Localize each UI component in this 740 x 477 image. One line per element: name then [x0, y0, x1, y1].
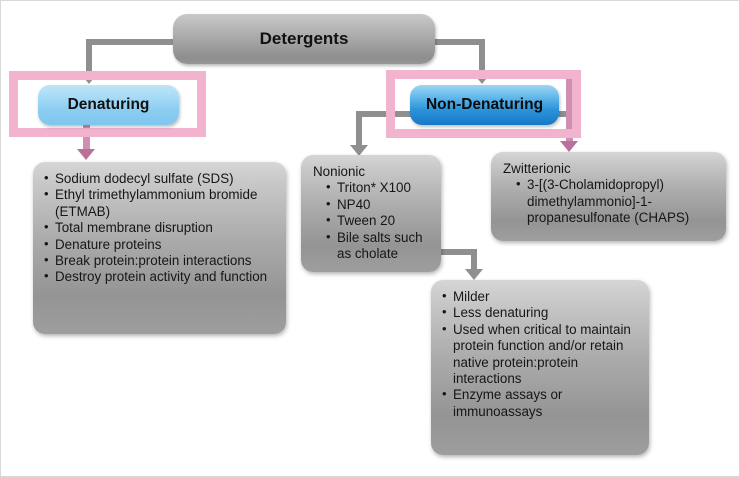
highlight-frame-non-denaturing [386, 70, 581, 138]
list-item: Sodium dodecyl sulfate (SDS) [43, 170, 276, 187]
connector-root-to-denaturing-horizontal [86, 39, 182, 45]
arrowhead-nondenaturing-to-nonionic [350, 145, 368, 156]
list-item: Tween 20 [325, 212, 431, 229]
list-item: Triton* X100 [325, 179, 431, 196]
connector-root-to-nondenaturing-horizontal [421, 39, 485, 45]
node-non-denaturing-label: Non-Denaturing [425, 96, 544, 113]
arrowhead-nonionic-to-properties [465, 269, 483, 280]
arrowhead-nondenaturing-to-zwitterionic [560, 141, 578, 152]
card-zwitterionic-list: 3-[(3-Cholamidopropyl) dimethylammonio]-… [501, 176, 716, 226]
highlight-frame-denaturing [9, 71, 206, 137]
connector-nondenaturing-to-zwitterionic-horizontal [549, 111, 573, 117]
list-item: Bile salts such as cholate [325, 229, 431, 263]
card-nonionic-heading: Nonionic [313, 164, 366, 179]
card-non-denaturing-properties-list: Milder Less denaturing Used when critica… [441, 288, 639, 420]
connector-nonionic-to-properties-horizontal [439, 249, 477, 255]
connector-nonionic-to-properties-vertical [471, 249, 477, 273]
list-item: NP40 [325, 196, 431, 213]
list-item: Used when critical to maintain protein f… [441, 321, 639, 388]
connector-root-to-nondenaturing-vertical [479, 39, 485, 75]
list-item: Enzyme assays or immunoassays [441, 386, 639, 420]
list-item: Break protein:protein interactions [43, 252, 276, 269]
list-item: Milder [441, 288, 639, 305]
connector-root-to-denaturing-vertical [86, 39, 92, 75]
card-nonionic-list: Triton* X100 NP40 Tween 20 Bile salts su… [311, 179, 431, 263]
connector-nondenaturing-to-zwitterionic-vertical [566, 77, 573, 147]
connector-nondenaturing-to-nonionic-vertical [356, 111, 362, 149]
arrowhead-denaturing-to-details [77, 149, 95, 160]
node-non-denaturing[interactable]: Non-Denaturing [410, 85, 559, 125]
node-denaturing-label: Denaturing [67, 96, 150, 113]
node-detergents[interactable]: Detergents [173, 14, 435, 64]
card-denaturing-details-list: Sodium dodecyl sulfate (SDS) Ethyl trime… [43, 170, 276, 286]
node-denaturing[interactable]: Denaturing [38, 85, 179, 125]
node-detergents-label: Detergents [259, 29, 349, 48]
card-zwitterionic[interactable]: Zwitterionic 3-[(3-Cholamidopropyl) dime… [491, 152, 726, 241]
list-item: Destroy protein activity and function [43, 268, 276, 285]
list-item: Ethyl trimethylammonium bromide (ETMAB) [43, 186, 276, 220]
card-non-denaturing-properties[interactable]: Milder Less denaturing Used when critica… [431, 280, 649, 455]
list-item: Denature proteins [43, 236, 276, 253]
list-item: Total membrane disruption [43, 219, 276, 236]
card-nonionic[interactable]: Nonionic Triton* X100 NP40 Tween 20 Bile… [301, 155, 441, 272]
card-denaturing-details[interactable]: Sodium dodecyl sulfate (SDS) Ethyl trime… [33, 162, 286, 334]
list-item: Less denaturing [441, 304, 639, 321]
list-item: 3-[(3-Cholamidopropyl) dimethylammonio]-… [515, 176, 716, 226]
card-zwitterionic-heading: Zwitterionic [503, 161, 571, 176]
connector-denaturing-to-details [83, 125, 90, 153]
connector-nondenaturing-to-nonionic-horizontal [356, 111, 441, 117]
